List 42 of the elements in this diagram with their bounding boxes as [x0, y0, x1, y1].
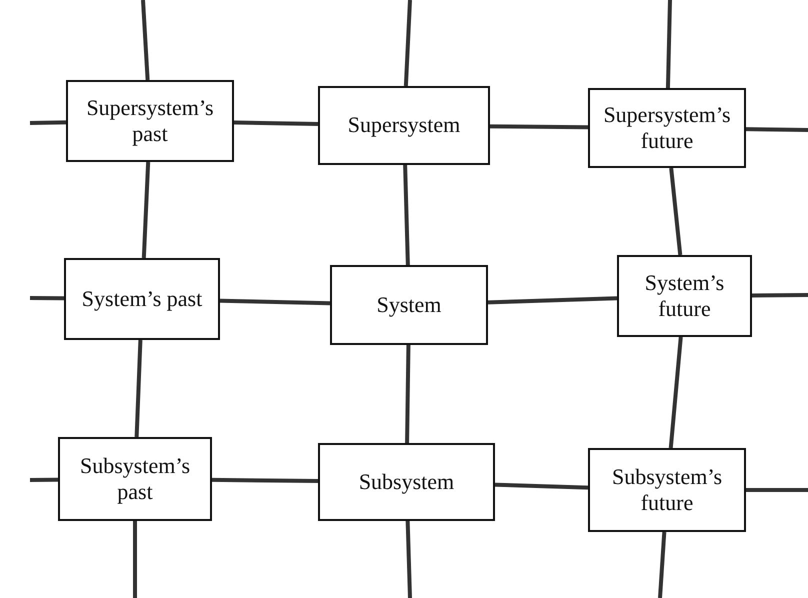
box-label: Subsystem	[358, 468, 454, 496]
connector-line	[141, 0, 150, 80]
box-label: Subsystem’s future	[610, 464, 724, 516]
box-label: Supersystem	[348, 112, 460, 139]
connector-line	[234, 120, 318, 126]
connector-line	[142, 162, 150, 258]
connector-line	[220, 298, 330, 306]
connector-line	[746, 127, 808, 132]
connector-line	[666, 0, 672, 88]
connector-line	[403, 164, 410, 266]
box-label: Supersystem’s past	[85, 94, 215, 148]
process-box	[617, 255, 752, 337]
connector-line	[404, 0, 412, 86]
connector-line	[406, 520, 412, 598]
connector-line	[658, 532, 666, 598]
connector-line	[212, 478, 318, 484]
connector-line	[746, 488, 808, 492]
process-box	[66, 80, 234, 162]
process-box	[64, 258, 220, 340]
connector-line	[405, 344, 410, 444]
process-box	[58, 437, 212, 521]
box-label: System’s past	[82, 286, 202, 312]
connector-line	[668, 336, 683, 448]
connector-line	[490, 124, 588, 130]
connector-line	[494, 482, 588, 490]
process-box	[588, 448, 746, 532]
connector-line	[669, 168, 682, 256]
box-label: Supersystem’s future	[602, 102, 732, 154]
process-box	[318, 443, 495, 521]
connector-line	[30, 478, 58, 482]
box-label: System	[376, 292, 442, 318]
connector-line	[30, 296, 64, 300]
process-box	[318, 86, 490, 165]
connector-line	[488, 296, 618, 304]
connector-line	[134, 340, 142, 438]
box-label: System’s future	[644, 270, 726, 322]
connector-line	[752, 293, 808, 298]
connector-line	[133, 521, 137, 598]
connector-line	[30, 120, 66, 125]
box-label: Subsystem’s past	[78, 452, 192, 506]
process-box	[588, 88, 746, 168]
process-box	[330, 265, 488, 345]
